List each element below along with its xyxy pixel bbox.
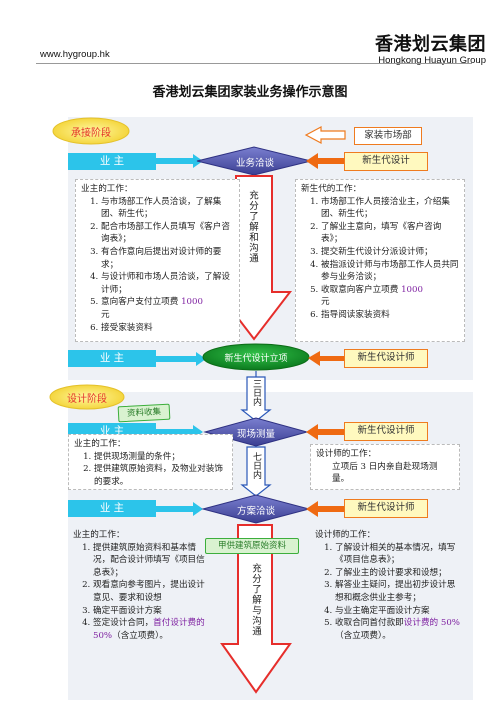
orange-arrow-3 bbox=[306, 424, 345, 440]
cyan-arrow-4 bbox=[155, 502, 203, 516]
owner-work2-item: 提供建筑原始资料，及物业对装饰的要求。 bbox=[94, 463, 227, 488]
owner-work-1: 业主的工作： 与市场部工作人员洽谈，了解集团、新生代； 配合市场部工作人员填写《… bbox=[75, 179, 240, 342]
designer-work3-heading: 设计师的工作： bbox=[315, 530, 376, 540]
cyan-arrow-2 bbox=[155, 352, 206, 366]
designer-work-2: 设计师的工作： 立项后 3 日内亲自赴现场测量。 bbox=[310, 444, 460, 490]
owner-item5-pre: 意向客户支付立项费 bbox=[101, 297, 182, 308]
owner-box-4: 业 主 bbox=[68, 500, 156, 517]
owner-work-item: 有合作意向后提出对设计师的要求； bbox=[101, 246, 234, 271]
owner-work-item: 配合市场部工作人员填写《客户咨询表》； bbox=[101, 221, 234, 246]
owner-work3-item: 观看意向参考图片，提出设计意见、要求和设想 bbox=[93, 579, 211, 604]
stage2-label: 设计阶段 bbox=[67, 394, 107, 405]
owner-item4-post: （含立项费）。 bbox=[112, 630, 168, 641]
owner-box-2: 业 主 bbox=[68, 350, 156, 367]
owner-work-2: 业主的工作： 提供现场测量的条件； 提供建筑原始资料，及物业对装饰的要求。 bbox=[68, 434, 233, 490]
designer-box-4: 新生代设计师 bbox=[344, 499, 428, 518]
cyan-arrow-3 bbox=[155, 425, 203, 439]
within-7-days: 七日内 bbox=[251, 452, 261, 479]
hollow-left-arrow bbox=[304, 126, 346, 144]
cyan-arrow-1 bbox=[155, 154, 203, 168]
owner-box-1: 业 主 bbox=[68, 153, 156, 170]
designer-work-item: 被指派设计师与市场部工作人员共同参与业务洽谈； bbox=[321, 259, 459, 284]
designer-work-item: 了解业主意向，填写《客户咨询表》； bbox=[321, 221, 459, 246]
designer-work3-item: 了解业主的设计要求和设想； bbox=[335, 567, 460, 580]
stage1-cloud bbox=[52, 117, 130, 145]
stage1-arrow-text: 充分了解和沟通 bbox=[247, 190, 258, 264]
owner-work-item: 接受家装资料 bbox=[101, 322, 234, 335]
designer-work3-item: 了解设计相关的基本情况，填写《项目信息表》； bbox=[335, 542, 460, 567]
owner-item4-fee: 首付设计费的 50% bbox=[93, 618, 205, 641]
green-supply-box: 甲供建筑原始资料 bbox=[205, 538, 299, 554]
owner-work-heading: 业主的工作： bbox=[81, 184, 133, 194]
designer-item5b-fee: 设计费的 50% bbox=[403, 618, 460, 629]
orange-arrow-1 bbox=[306, 153, 345, 169]
project-ellipse bbox=[202, 343, 310, 371]
owner-work3-heading: 业主的工作： bbox=[73, 530, 125, 540]
designer-box-2: 新生代设计师 bbox=[344, 349, 428, 368]
owner-work-item: 与市场部工作人员洽谈，了解集团、新生代； bbox=[101, 196, 234, 221]
down-arrow-7days bbox=[240, 446, 272, 497]
designer-work-item: 提交新生代设计分派设计师； bbox=[321, 246, 459, 259]
within-3-days: 三日内 bbox=[251, 379, 261, 406]
designer-item5b-post: （含立项费）。 bbox=[335, 630, 391, 641]
page-title: 香港划云集团家装业务操作示意图 bbox=[152, 85, 348, 100]
designer-work-heading: 新生代的工作： bbox=[301, 184, 362, 194]
designer-work3-item: 解答业主疑问，提出初步设计思想和概念供业主参考； bbox=[335, 579, 460, 604]
logo-english: Hongkong Huayun Group bbox=[378, 55, 486, 66]
logo-chinese: 香港划云集团 bbox=[375, 34, 486, 55]
owner-work3-item: 签定设计合同，首付设计费的 50%（含立项费）。 bbox=[93, 617, 211, 642]
header-divider bbox=[36, 63, 472, 64]
negotiation-label: 业务洽谈 bbox=[235, 158, 274, 169]
designer-work-item: 市场部工作人员接洽业主，介绍集团、新生代； bbox=[321, 196, 459, 221]
designer-work3-item: 收取合同首付款即设计费的 50% （含立项费）。 bbox=[335, 617, 460, 642]
designer-item5-pre: 收取意向客户立项费 bbox=[321, 284, 402, 295]
owner-work-3: 业主的工作： 提供建筑原始资料和基本情况，配合设计师填写《项目信息表》； 观看意… bbox=[68, 526, 216, 656]
designer-work-item: 收取意向客户立项费 1000 元 bbox=[321, 284, 459, 309]
owner-work-item: 与设计师和市场人员洽谈，了解设计师； bbox=[101, 271, 234, 296]
owner-work2-heading: 业主的工作： bbox=[74, 439, 126, 449]
owner-item5-post: 元 bbox=[101, 309, 110, 320]
designer-work-3: 设计师的工作： 了解设计相关的基本情况，填写《项目信息表》； 了解业主的设计要求… bbox=[310, 526, 465, 676]
orange-arrow-4 bbox=[306, 501, 345, 517]
designer-box-1: 新生代设计 bbox=[344, 152, 428, 171]
down-arrow-3days bbox=[240, 376, 272, 422]
collect-box: 资料收集 bbox=[117, 403, 171, 423]
designer-work-1: 新生代的工作： 市场部工作人员接洽业主，介绍集团、新生代； 了解业主意向，填写《… bbox=[295, 179, 465, 342]
designer-work-item: 指导阅读家装资料 bbox=[321, 309, 459, 322]
stage2-cloud bbox=[49, 384, 125, 410]
measure-label: 现场测量 bbox=[236, 429, 275, 440]
stage2-arrow-text: 充分了解与沟通 bbox=[250, 563, 261, 637]
plan-label: 方案洽谈 bbox=[236, 506, 275, 517]
designer-work2-body: 立项后 3 日内亲自赴现场测量。 bbox=[332, 461, 438, 485]
stage1-label: 承接阶段 bbox=[71, 128, 111, 139]
designer-item5b-pre: 收取合同首付款即 bbox=[335, 618, 404, 629]
owner-item4-pre: 签定设计合同， bbox=[93, 618, 154, 629]
orange-arrow-2 bbox=[308, 351, 345, 366]
designer-item5-post: 元 bbox=[321, 297, 330, 308]
designer-item5-amount: 1000 bbox=[401, 284, 423, 295]
project-label: 新生代设计立项 bbox=[224, 354, 288, 364]
owner-work2-item: 提供现场测量的条件； bbox=[94, 451, 227, 464]
designer-work3-item: 与业主确定平面设计方案 bbox=[335, 605, 460, 618]
owner-work3-item: 确定平面设计方案 bbox=[93, 605, 211, 618]
designer-box-3: 新生代设计师 bbox=[344, 422, 428, 441]
owner-item5-amount: 1000 bbox=[181, 297, 203, 308]
designer-work2-heading: 设计师的工作： bbox=[316, 449, 377, 459]
company-logo: 香港划云集团 Hongkong Huayun Group bbox=[375, 30, 486, 66]
website-url[interactable]: www.hygroup.hk bbox=[40, 49, 110, 60]
market-dept-box: 家装市场部 bbox=[354, 127, 422, 145]
owner-work3-item: 提供建筑原始资料和基本情况，配合设计师填写《项目信息表》； bbox=[93, 542, 211, 580]
owner-work-item: 意向客户支付立项费 1000 元 bbox=[101, 296, 234, 321]
